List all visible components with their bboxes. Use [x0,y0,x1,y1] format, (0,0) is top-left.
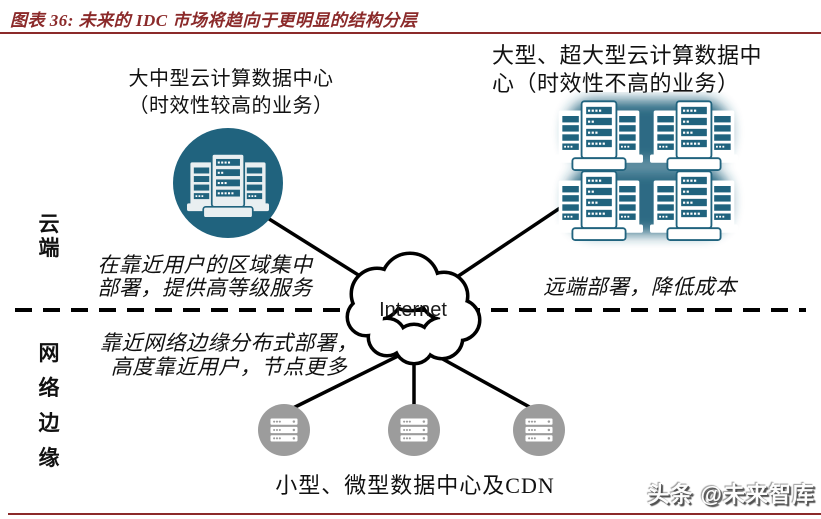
figure-title: 图表 36: 未来的 IDC 市场将趋向于更明显的结构分层 [10,11,418,30]
datacenter-cluster-icon [554,100,739,242]
datacenter-circle-icon [173,128,283,238]
regional-dc-heading-line1: 大中型云计算数据中心 [128,68,334,90]
annotation-regional-line1: 在靠近用户的区域集中 [97,253,313,277]
title-underline [0,32,821,34]
bottom-rule [8,513,821,515]
annotation-regional: 在靠近用户的区域集中 部署，提供高等级服务 [68,254,342,300]
hyperscale-dc-heading-line1: 大型、超大型云计算数据中 [492,43,763,68]
edge-dc-icon-1 [258,404,310,461]
server-circle-icon [513,404,565,456]
edge-dc-icon-3 [513,404,565,461]
annotation-remote: 远端部署，降低成本 [543,275,737,299]
edge-dc-label: 小型、微型数据中心及CDN [275,473,555,498]
zone-label-network-edge: 网络边缘 [38,341,60,470]
server-circle-icon [388,404,440,456]
internet-label: Internet [379,299,447,321]
zone-label-cloud: 云端 [38,212,60,260]
annotation-edge: 靠近网络边缘分布式部署， 高度靠近用户，节点更多 [84,331,374,379]
regional-dc-heading-line2: （时效性较高的业务） [128,95,334,117]
annotation-regional-line2: 部署，提供高等级服务 [97,276,313,300]
annotation-edge-line2: 高度靠近用户，节点更多 [110,355,348,379]
annotation-edge-line1: 靠近网络边缘分布式部署， [100,331,358,355]
regional-dc-heading: 大中型云计算数据中心 （时效性较高的业务） [108,66,354,120]
regional-dc-icon [172,127,284,244]
internet-cloud-icon [345,251,482,366]
hyperscale-dc-heading: 大型、超大型云计算数据中 心（时效性不高的业务） [492,42,792,98]
watermark: 头条 @未来智库 [647,482,815,507]
edge-dc-icon-2 [388,404,440,461]
server-circle-icon [258,404,310,456]
hyperscale-dc-icon [545,92,750,262]
hyperscale-dc-heading-line2: 心（时效性不高的业务） [492,71,740,96]
